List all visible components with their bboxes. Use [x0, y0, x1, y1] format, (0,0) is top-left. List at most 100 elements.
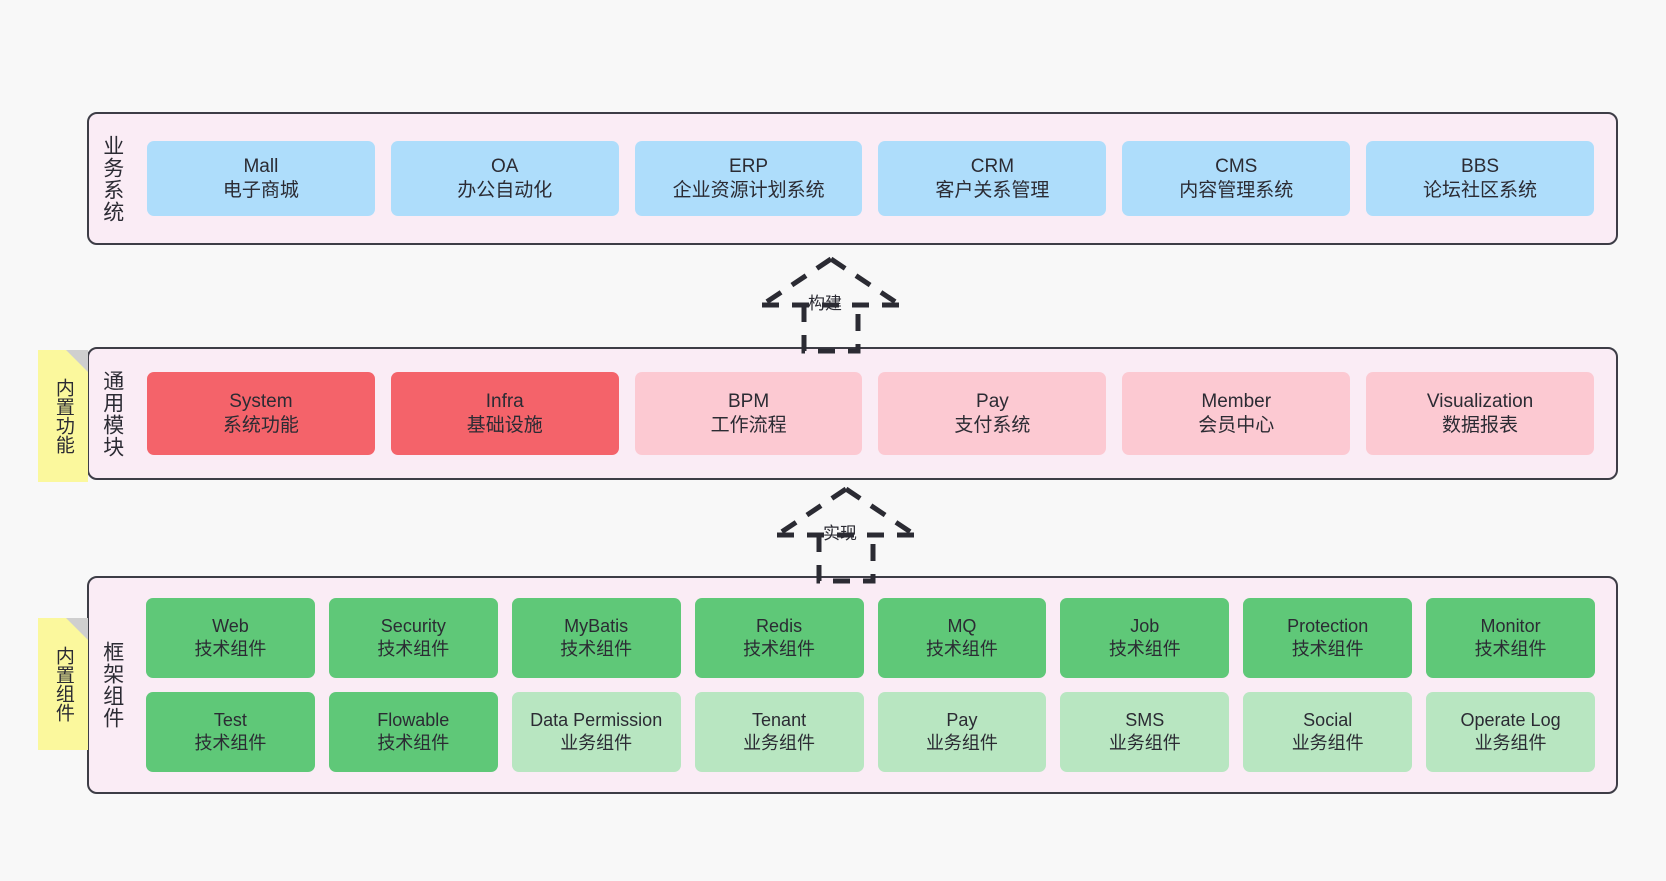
card-title: Visualization: [1426, 390, 1534, 412]
card-title: Member: [1201, 390, 1272, 412]
connector-build-label: 构建: [808, 294, 842, 313]
framework-card-grid: Web 技术组件 Security 技术组件 MyBatis 技术组件 Redi…: [135, 578, 1616, 792]
card-desc: 技术组件: [194, 639, 267, 659]
card-desc: 技术组件: [560, 639, 633, 659]
card-title: CMS: [1215, 155, 1258, 177]
card-title: SMS: [1125, 710, 1165, 731]
card-protection[interactable]: Protection 技术组件: [1243, 598, 1413, 678]
card-title: Web: [212, 616, 249, 637]
card-test[interactable]: Test 技术组件: [146, 692, 315, 772]
card-erp[interactable]: ERP 企业资源计划系统: [634, 141, 863, 216]
card-title: ERP: [729, 155, 769, 177]
card-title: MyBatis: [564, 616, 629, 637]
card-desc: 论坛社区系统: [1423, 179, 1538, 201]
card-desc: 技术组件: [743, 639, 816, 659]
sticky-fold-corner-icon: [66, 350, 88, 372]
card-title: Tenant: [752, 710, 807, 731]
layer-title-common: 通用模块: [100, 369, 124, 458]
card-desc: 工作流程: [710, 414, 787, 436]
card-web[interactable]: Web 技术组件: [146, 598, 315, 678]
card-system[interactable]: System 系统功能: [147, 372, 375, 455]
card-desc: 业务组件: [743, 733, 816, 753]
card-pay-module[interactable]: Pay 支付系统: [878, 372, 1107, 455]
card-desc: 支付系统: [954, 414, 1031, 436]
card-bpm[interactable]: BPM 工作流程: [634, 372, 863, 455]
card-title: Flowable: [377, 710, 450, 731]
card-title: System: [229, 390, 293, 412]
layer-title-business: 业务系统: [100, 134, 124, 223]
card-monitor[interactable]: Monitor 技术组件: [1426, 598, 1595, 678]
card-desc: 业务组件: [1291, 733, 1364, 753]
card-desc: 业务组件: [1108, 733, 1181, 753]
card-desc: 业务组件: [560, 733, 633, 753]
layer-title-framework: 框架组件: [100, 641, 124, 729]
card-desc: 客户关系管理: [935, 179, 1050, 201]
sticky-note-label: 内置组件: [52, 646, 74, 722]
card-flowable[interactable]: Flowable 技术组件: [328, 692, 498, 772]
card-title: Mall: [243, 155, 279, 177]
card-title: Pay: [976, 390, 1009, 412]
card-job[interactable]: Job 技术组件: [1060, 598, 1230, 678]
card-title: OA: [491, 155, 519, 177]
card-title: Protection: [1287, 616, 1369, 637]
card-oa[interactable]: OA 办公自动化: [390, 141, 619, 216]
card-desc: 数据报表: [1442, 414, 1519, 436]
card-desc: 业务组件: [925, 733, 998, 753]
card-title: Test: [213, 710, 247, 731]
card-title: BPM: [727, 390, 770, 412]
card-redis[interactable]: Redis 技术组件: [694, 598, 864, 678]
connector-implement: 实现: [771, 483, 921, 584]
card-tenant[interactable]: Tenant 业务组件: [694, 692, 864, 772]
card-title: Job: [1130, 616, 1160, 637]
card-title: CRM: [970, 155, 1015, 177]
card-desc: 技术组件: [1291, 639, 1364, 659]
card-desc: 办公自动化: [457, 179, 553, 201]
card-mq[interactable]: MQ 技术组件: [877, 598, 1047, 678]
card-desc: 企业资源计划系统: [672, 179, 825, 201]
card-desc: 技术组件: [377, 733, 450, 753]
business-card-list: Mall 电子商城 OA 办公自动化 ERP 企业资源计划系统 CRM 客户关系…: [135, 114, 1616, 243]
card-desc: 技术组件: [1108, 639, 1181, 659]
card-bbs[interactable]: BBS 论坛社区系统: [1366, 141, 1594, 216]
sticky-note-label: 内置功能: [52, 378, 74, 454]
framework-row-business: Test 技术组件 Flowable 技术组件 Data Permission …: [139, 692, 1602, 772]
card-title: Security: [380, 616, 446, 637]
card-desc: 电子商城: [222, 179, 299, 201]
common-card-list: System 系统功能 Infra 基础设施 BPM 工作流程 Pay 支付系统…: [135, 349, 1616, 478]
connector-implement-label: 实现: [823, 524, 857, 543]
card-title: Operate Log: [1460, 710, 1561, 731]
layer-framework-components: 框架组件 Web 技术组件 Security 技术组件 MyBatis 技术组件…: [87, 576, 1618, 794]
card-title: Data Permission: [530, 710, 663, 731]
card-title: Infra: [485, 390, 524, 412]
card-sms[interactable]: SMS 业务组件: [1060, 692, 1230, 772]
card-operate-log[interactable]: Operate Log 业务组件: [1426, 692, 1595, 772]
connector-build: 构建: [756, 253, 906, 354]
card-infra[interactable]: Infra 基础设施: [390, 372, 619, 455]
card-desc: 技术组件: [377, 639, 450, 659]
card-desc: 内容管理系统: [1179, 179, 1294, 201]
card-cms[interactable]: CMS 内容管理系统: [1122, 141, 1351, 216]
card-desc: 系统功能: [222, 414, 299, 436]
sticky-fold-corner-icon: [66, 618, 88, 640]
card-mybatis[interactable]: MyBatis 技术组件: [511, 598, 681, 678]
card-data-permission[interactable]: Data Permission 业务组件: [511, 692, 681, 772]
card-title: Redis: [756, 616, 803, 637]
card-desc: 技术组件: [925, 639, 998, 659]
card-desc: 基础设施: [466, 414, 543, 436]
layer-common-modules: 通用模块 System 系统功能 Infra 基础设施 BPM 工作流程 Pay…: [87, 347, 1618, 480]
card-title: MQ: [947, 616, 977, 637]
card-visualization[interactable]: Visualization 数据报表: [1366, 372, 1594, 455]
card-desc: 业务组件: [1474, 733, 1547, 753]
card-pay-component[interactable]: Pay 业务组件: [877, 692, 1047, 772]
sticky-note-builtin-functions: 内置功能: [38, 350, 88, 482]
card-desc: 技术组件: [194, 733, 267, 753]
card-security[interactable]: Security 技术组件: [328, 598, 498, 678]
card-title: Monitor: [1480, 616, 1541, 637]
card-title: Social: [1303, 710, 1353, 731]
card-mall[interactable]: Mall 电子商城: [147, 141, 375, 216]
card-desc: 会员中心: [1198, 414, 1275, 436]
card-crm[interactable]: CRM 客户关系管理: [878, 141, 1107, 216]
card-social[interactable]: Social 业务组件: [1243, 692, 1413, 772]
card-member[interactable]: Member 会员中心: [1122, 372, 1351, 455]
layer-business-systems: 业务系统 Mall 电子商城 OA 办公自动化 ERP 企业资源计划系统 CRM…: [87, 112, 1618, 245]
